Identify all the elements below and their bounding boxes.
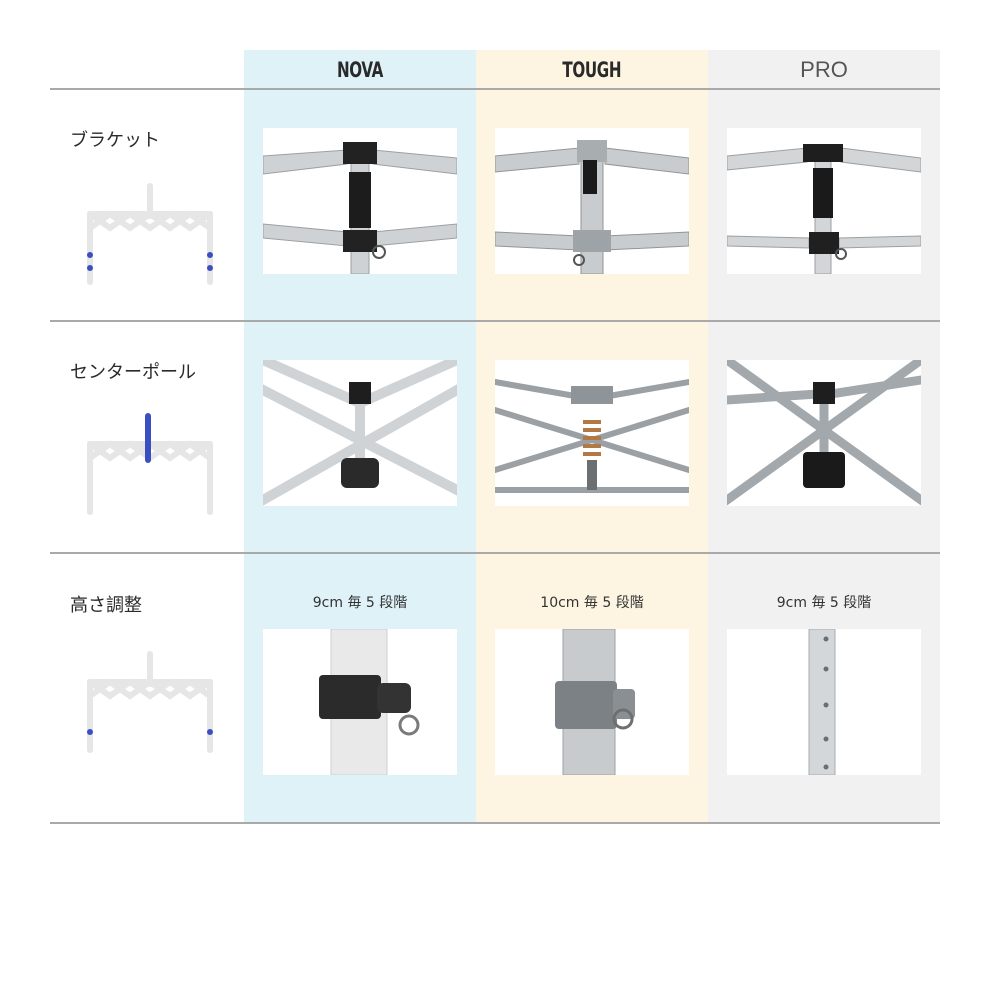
column-header-label: PRO (800, 56, 848, 82)
row-divider (50, 552, 940, 554)
row-label-bracket: ブラケット (70, 130, 160, 151)
photo-pro-center-pole (727, 360, 921, 506)
row-label-height-adjust: 高さ調整 (70, 595, 142, 616)
row-label-center-pole: センターポール (70, 362, 196, 383)
photo-tough-height-adjust (495, 629, 689, 775)
column-header-pro: PRO (708, 50, 940, 89)
row-divider (50, 320, 940, 322)
column-header-label: TOUGH (562, 57, 622, 82)
photo-nova-center-pole (263, 360, 457, 506)
photo-tough-bracket (495, 128, 689, 274)
frame-center-pole-highlight-icon (80, 410, 220, 520)
photo-pro-height-adjust (727, 629, 921, 775)
frame-height-adjust-highlight-icon (80, 648, 220, 758)
photo-pro-bracket (727, 128, 921, 274)
frame-bracket-highlight-icon (80, 180, 220, 290)
table-bottom-divider (50, 822, 940, 824)
photo-nova-height-adjust (263, 629, 457, 775)
height-note-nova: 9cm 毎 5 段階 (312, 595, 408, 611)
height-note-tough: 10cm 毎 5 段階 (540, 595, 644, 611)
column-header-label: NOVA (336, 57, 384, 82)
column-header-tough: TOUGH (476, 50, 708, 89)
height-note-pro: 9cm 毎 5 段階 (776, 595, 872, 611)
photo-nova-bracket (263, 128, 457, 274)
photo-tough-center-pole (495, 360, 689, 506)
column-header-nova: NOVA (244, 50, 476, 89)
header-divider (50, 88, 940, 90)
